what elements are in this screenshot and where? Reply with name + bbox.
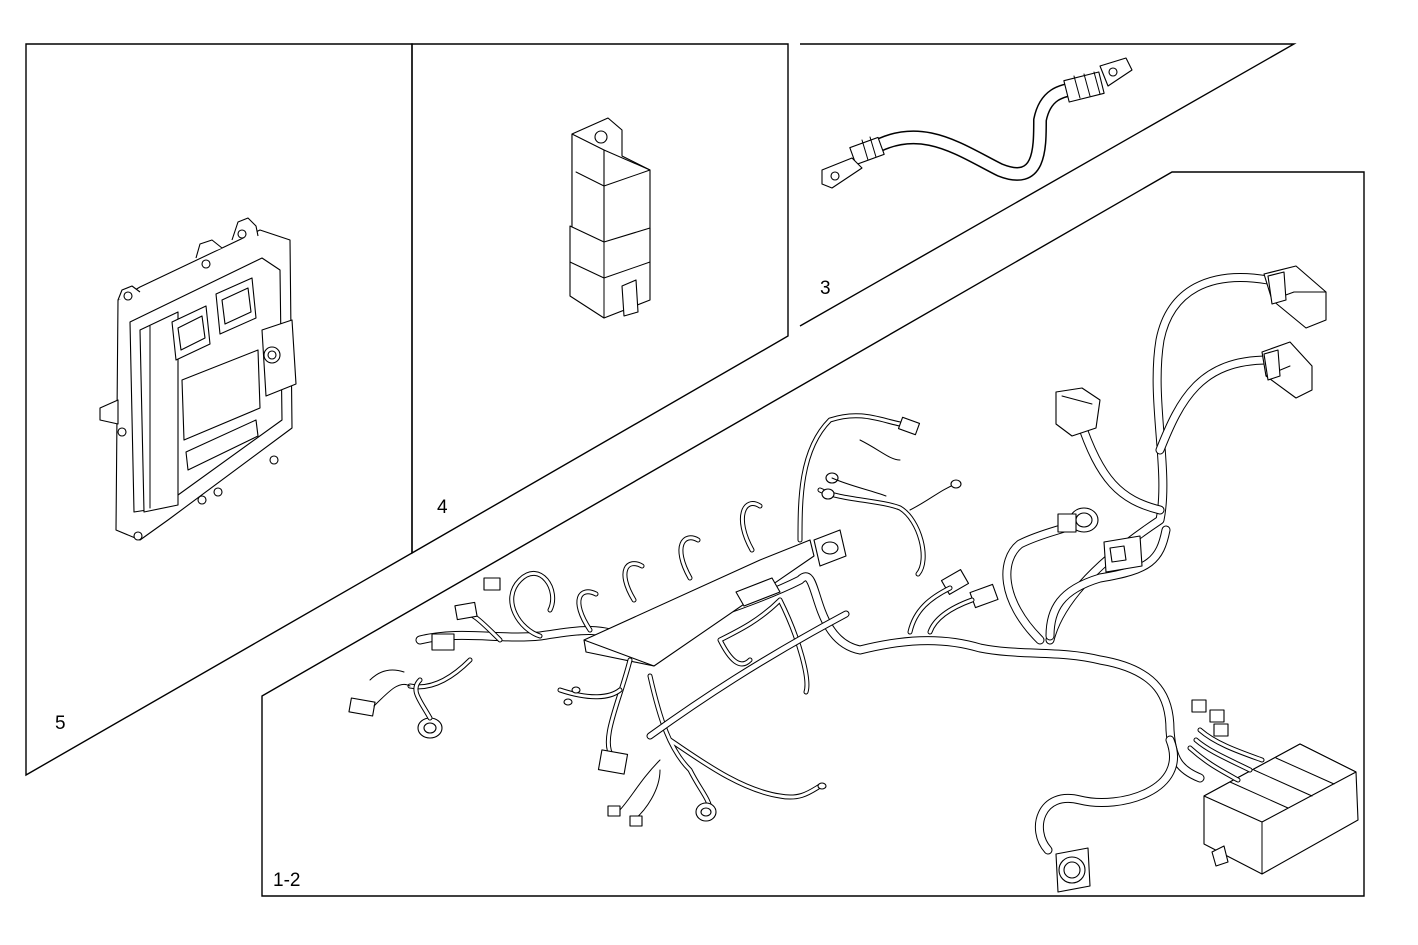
panel-4: 4: [411, 43, 789, 555]
harness-connector-flat: [1055, 387, 1101, 437]
panel-1-2-frame: [261, 171, 1365, 897]
relay-component: [569, 117, 651, 319]
harness-left-connectors: [348, 571, 556, 739]
harness-round-connector: [1055, 847, 1091, 893]
harness-fuse-box: [1187, 699, 1359, 875]
panel-3-frame: [799, 43, 1297, 327]
harness-connector-box: [1103, 535, 1143, 573]
harness-lower-connectors: [557, 597, 850, 827]
harness-connector-middle: [1261, 341, 1313, 399]
battery-cable: [821, 57, 1133, 189]
harness-central-bracket: [583, 539, 815, 667]
panel-1-2-label: 1-2: [273, 870, 300, 891]
harness-plug-pair: [907, 569, 999, 635]
engine-wiring-harness: [348, 265, 1359, 893]
harness-connector-upper: [1263, 265, 1327, 329]
panel-3-label: 3: [820, 278, 831, 299]
panel-1-2: 1-2: [261, 171, 1365, 897]
panel-5: 5: [25, 43, 413, 777]
panel-4-frame: [411, 43, 789, 555]
harness-connector-round-mid: [1057, 507, 1099, 533]
ecu-module: [99, 217, 297, 541]
panel-4-label: 4: [437, 497, 448, 518]
panel-5-label: 5: [55, 713, 66, 734]
panel-3: 3: [799, 43, 1297, 327]
